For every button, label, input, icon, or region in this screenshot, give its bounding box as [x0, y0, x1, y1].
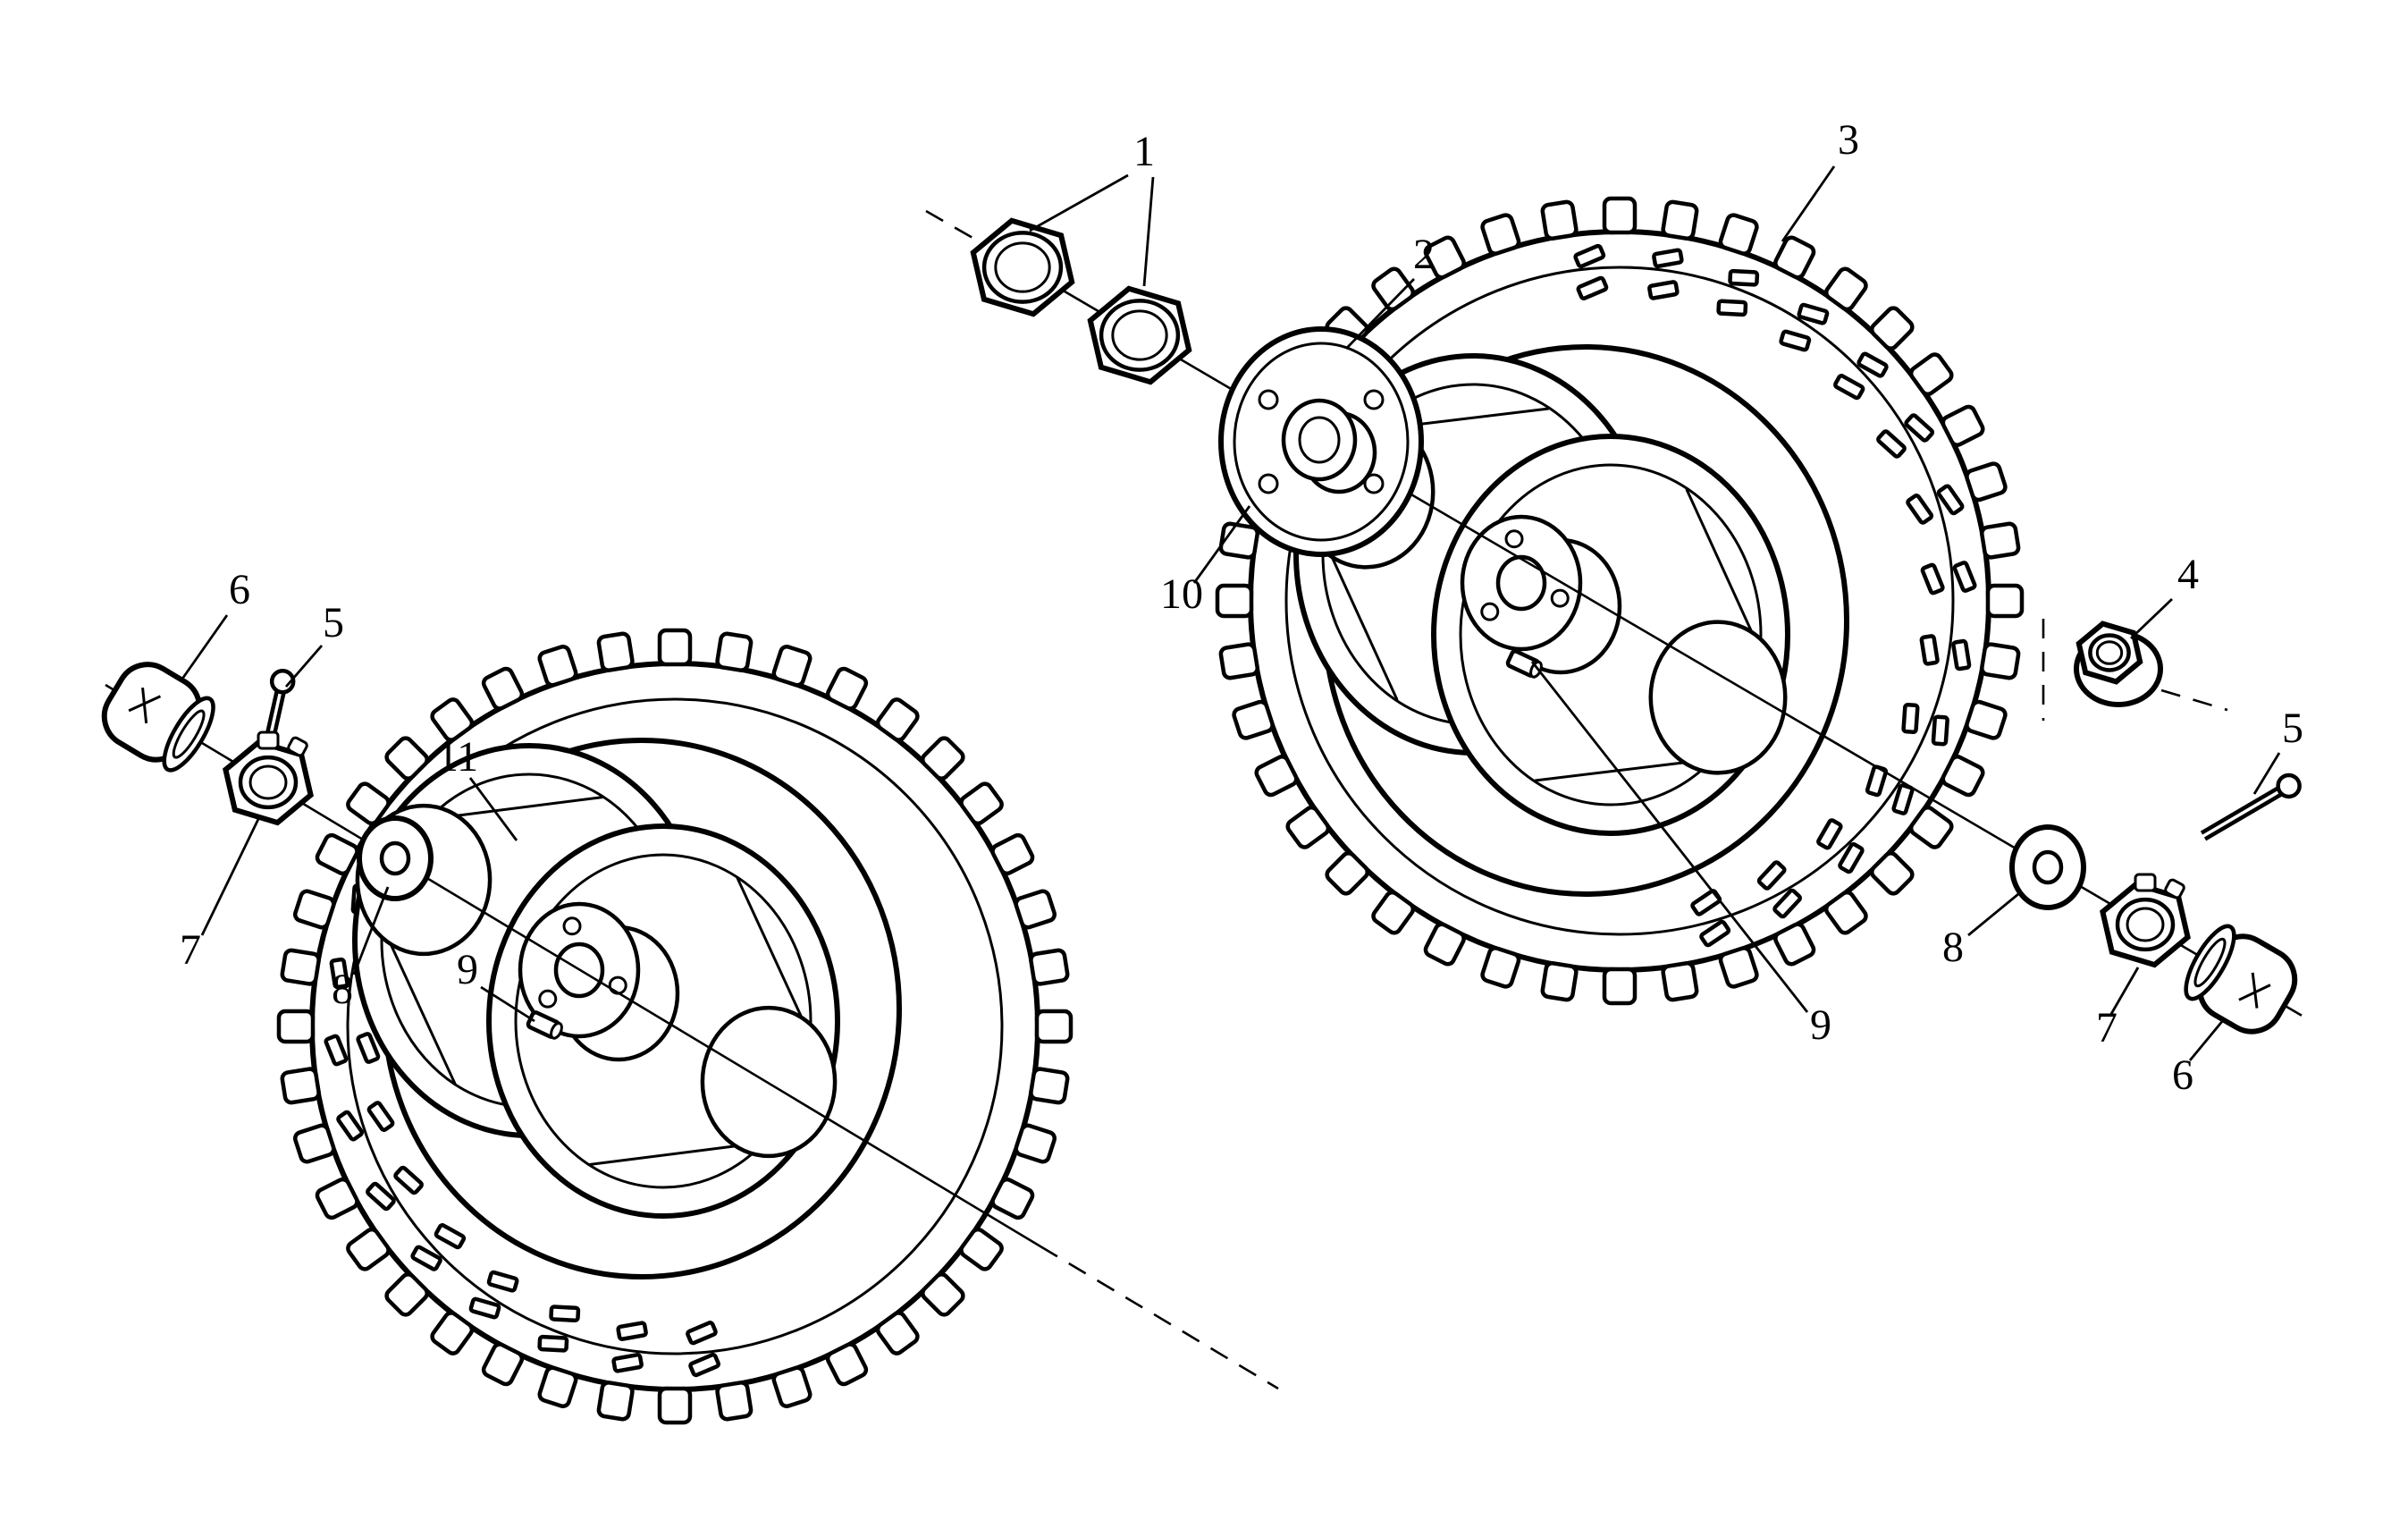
callout-numbers: 1 2 3 4 5 6 7 8 9 10 11 5 6 7 8 9: [180, 116, 2303, 1099]
leader-9-right: [1530, 661, 1809, 1013]
flange-nut: [2074, 621, 2163, 707]
callout-6-left-label: 6: [229, 566, 250, 613]
leader-1b: [1142, 176, 1155, 287]
callout-2-label: 2: [1413, 231, 1435, 278]
leader-8-right: [1967, 892, 2019, 937]
bearing-nut-inner: [1087, 285, 1192, 385]
callout-7-right-label: 7: [2096, 1004, 2118, 1051]
callout-10-label: 10: [1160, 570, 1203, 618]
dust-cap-left: [101, 662, 215, 773]
leader-6-right: [2188, 1018, 2226, 1061]
leader-8-left: [352, 886, 390, 975]
leader-10: [1192, 505, 1251, 584]
callout-1-label: 1: [1133, 128, 1155, 175]
hardware-parts: [101, 217, 2302, 1034]
castle-nut-left: [223, 730, 314, 826]
bearing-nut-outer: [970, 217, 1075, 317]
leader-1a: [1029, 173, 1129, 232]
leader-7-right: [2109, 967, 2140, 1015]
callout-3-label: 3: [1838, 116, 1859, 164]
callout-6-right-label: 6: [2172, 1051, 2193, 1099]
flange-nut-hex: [2075, 621, 2143, 685]
callout-5-left-label: 5: [323, 599, 344, 646]
nut-alignment-dash: [2160, 688, 2228, 712]
left-axis-dashed-tail: [1040, 1245, 1279, 1390]
leader-9-left: [480, 985, 535, 1023]
leader-5-left: [284, 645, 324, 688]
right-wheel-assembly: [1215, 196, 2025, 1006]
leader-7-left: [200, 815, 262, 936]
dust-cap-right: [2184, 924, 2298, 1034]
leader-6-left: [179, 614, 229, 682]
callout-7-left-label: 7: [180, 926, 201, 974]
brake-hub-disc: [1218, 326, 1424, 557]
washer-left: [357, 815, 434, 901]
castle-nut-right: [2100, 873, 2191, 968]
leader-2: [1344, 278, 1416, 350]
leader-4: [2130, 597, 2173, 640]
right-hub-cylinder: [1460, 514, 1622, 675]
left-axis-line: [183, 730, 1041, 1248]
callout-8-right-label: 8: [1942, 924, 1964, 971]
leader-5-right: [2252, 752, 2281, 795]
callout-9-right-label: 9: [1810, 1001, 1831, 1049]
callout-11-label: 11: [437, 733, 478, 781]
callout-9-left-label: 9: [457, 946, 478, 993]
callout-4-label: 4: [2177, 551, 2199, 598]
callout-8-left-label: 8: [332, 966, 353, 1013]
leader-11: [468, 777, 518, 841]
leader-3: [1781, 165, 1836, 242]
callout-5-right-label: 5: [2282, 705, 2303, 752]
right-valve-stem: [1505, 649, 1543, 679]
washer-right: [2009, 824, 2086, 910]
leader-lines: [179, 165, 2281, 1061]
right-tire: [1215, 196, 2025, 1006]
cotter-pin-right: [2200, 773, 2302, 841]
